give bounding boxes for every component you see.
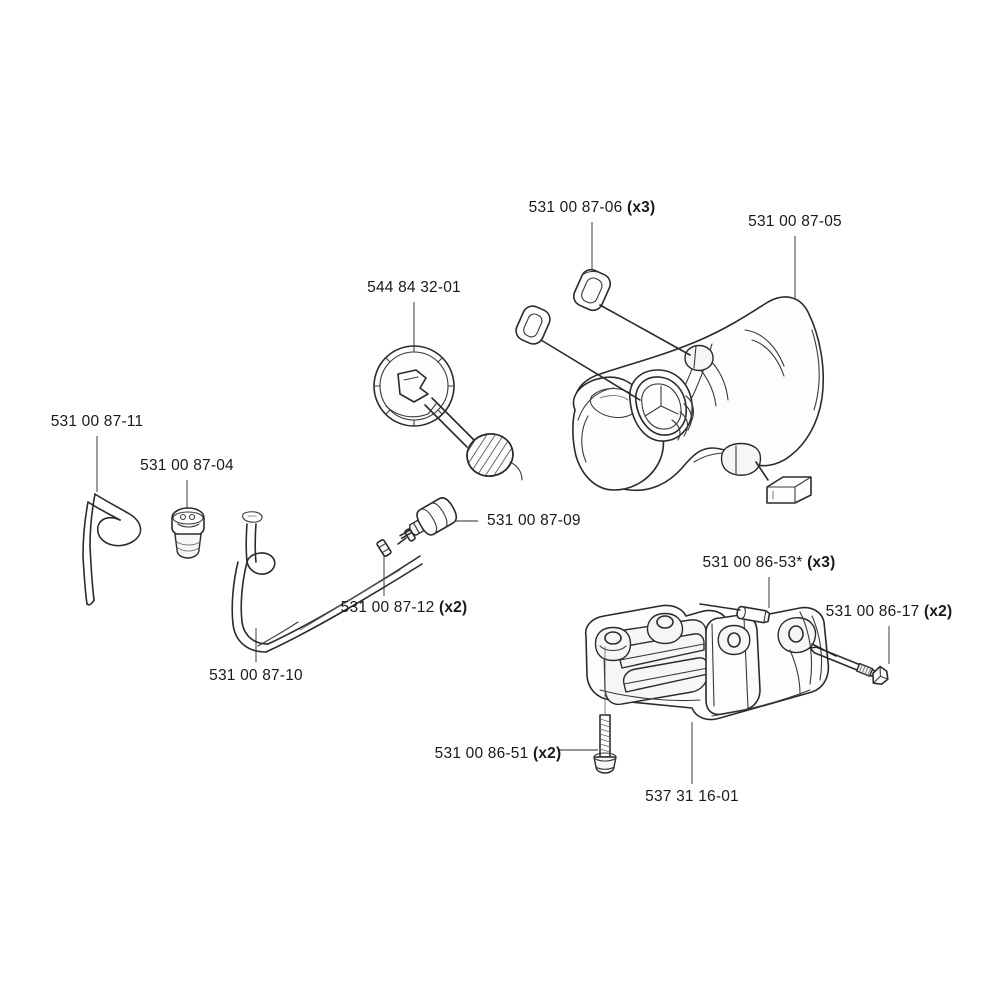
part-number: 531 00 87-10 [209, 667, 303, 684]
part-number: 531 00 86-51 [434, 745, 529, 762]
part-label-531-00-87-06: 531 00 87-06 (x3) [529, 200, 656, 216]
part-label-531-00-87-11: 531 00 87-11 [51, 414, 144, 430]
part-label-531-00-86-53: 531 00 86-53* (x3) [703, 555, 836, 571]
part-fuel-tank-grommet [171, 507, 205, 559]
fuel-tank-filler-neck [629, 369, 695, 442]
part-number: 531 00 86-53* [702, 554, 803, 571]
part-fuel-tank [572, 296, 825, 492]
part-fuel-hose-hook [82, 493, 142, 606]
part-label-531-00-86-17: 531 00 86-17 (x2) [826, 604, 953, 620]
part-fuel-line [231, 511, 423, 653]
part-quantity: (x2) [923, 603, 953, 620]
part-quantity: (x2) [438, 599, 468, 616]
part-quantity: (x2) [532, 745, 562, 762]
part-label-531-00-87-09: 531 00 87-09 [487, 513, 581, 529]
part-label-531-00-87-12: 531 00 87-12 (x2) [341, 600, 468, 616]
part-number: 531 00 87-04 [140, 457, 234, 474]
part-number: 531 00 87-12 [340, 599, 435, 616]
part-label-537-31-16-01: 537 31 16-01 [645, 789, 739, 805]
part-label-531-00-86-51: 531 00 86-51 (x2) [435, 746, 562, 762]
part-label-531-00-87-05: 531 00 87-05 [748, 214, 842, 230]
part-bracket-screw [593, 646, 617, 774]
part-label-544-84-32-01: 544 84 32-01 [367, 280, 461, 296]
part-label-531-00-87-04: 531 00 87-04 [140, 458, 234, 474]
part-number: 531 00 87-09 [487, 512, 581, 529]
part-number: 537 31 16-01 [645, 788, 739, 805]
part-fuel-line-clips [376, 528, 416, 557]
part-long-screw [809, 643, 889, 686]
part-quantity: (x3) [807, 554, 836, 571]
part-number: 531 00 87-11 [50, 413, 144, 430]
part-quantity: (x3) [626, 199, 656, 216]
part-number: 531 00 86-17 [825, 603, 920, 620]
part-anti-vibration-bushings [515, 268, 812, 504]
part-fuel-cap [373, 345, 523, 481]
part-number: 531 00 87-06 [528, 199, 623, 216]
part-number: 544 84 32-01 [367, 279, 461, 296]
part-label-531-00-87-10: 531 00 87-10 [209, 668, 303, 684]
part-spacer-sleeve [699, 603, 771, 624]
part-bottom-bracket-cradle [584, 604, 830, 721]
part-fuel-filter [397, 497, 458, 545]
part-number: 531 00 87-05 [748, 213, 842, 230]
